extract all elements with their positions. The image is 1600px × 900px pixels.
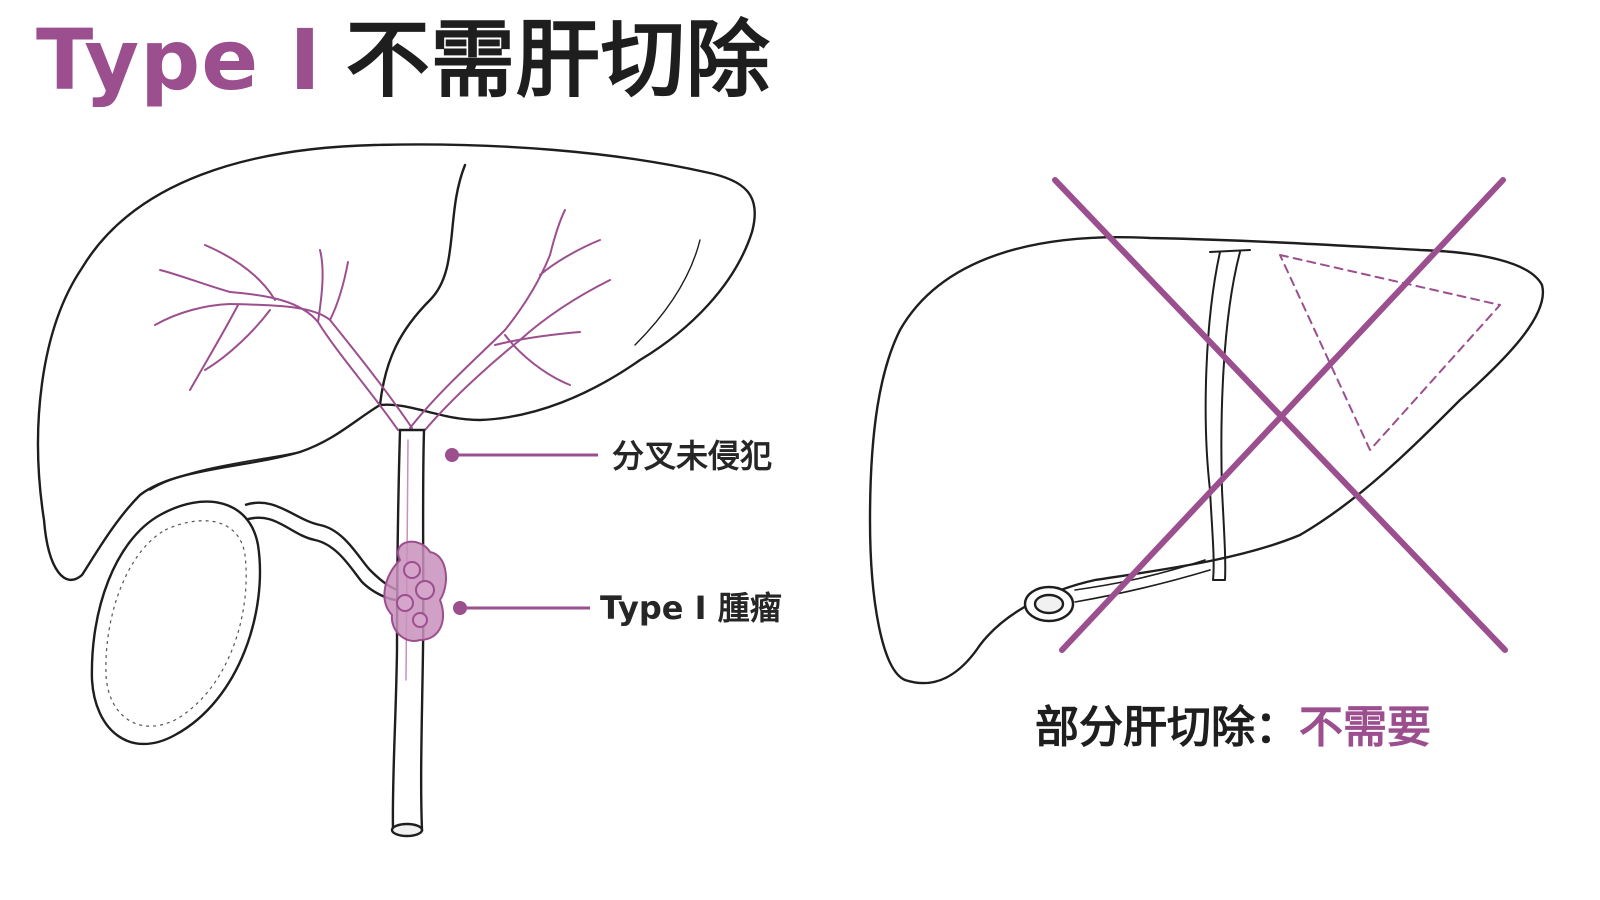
type-label: Type I bbox=[36, 11, 322, 109]
label-tumor: Type I 腫瘤 bbox=[600, 589, 782, 627]
bile-duct-branches bbox=[154, 209, 611, 431]
label-bifurcation: 分叉未侵犯 bbox=[612, 437, 773, 475]
cross-out-mark bbox=[1052, 177, 1508, 653]
type1-tumor bbox=[383, 540, 447, 642]
caption-lead: 部分肝切除： bbox=[1035, 702, 1299, 753]
right-liver bbox=[868, 236, 1545, 685]
caption-answer: 不需要 bbox=[1299, 702, 1431, 753]
gallbladder bbox=[90, 500, 399, 746]
left-liver bbox=[36, 143, 756, 582]
caption: 部分肝切除：不需要 bbox=[1035, 706, 1431, 750]
callout-leaders bbox=[445, 448, 598, 615]
title-heading: 不需肝切除 bbox=[345, 11, 771, 109]
